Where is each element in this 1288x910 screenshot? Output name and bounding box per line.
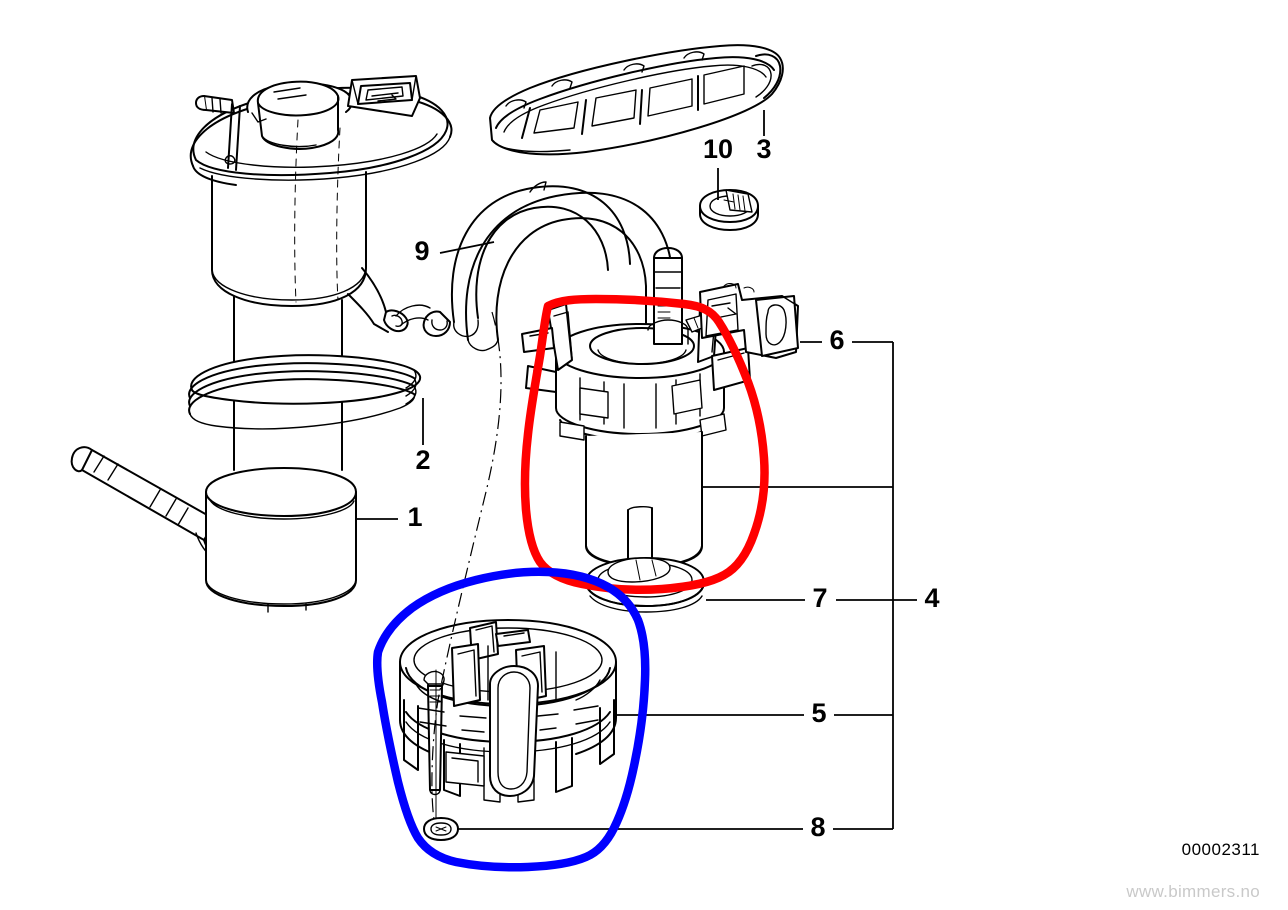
sealing-ring-part xyxy=(188,354,422,430)
callout-4: 4 xyxy=(924,583,939,613)
fuel-pump-unit xyxy=(521,247,799,613)
sender-cap-boss xyxy=(195,80,353,171)
callout-numbers: 1 2 3 4 5 6 7 8 9 10 xyxy=(407,134,939,842)
hose-clamp-part xyxy=(699,189,759,231)
sender-connector-block xyxy=(347,75,421,117)
cover-lid-part xyxy=(489,44,784,156)
pump-support-bracket-cage xyxy=(399,619,617,803)
leader-lines xyxy=(356,110,917,830)
blue-highlight-circle xyxy=(372,567,650,872)
pump-cylinder xyxy=(585,431,703,567)
mounting-clip-retainer-part xyxy=(699,283,799,359)
callout-10: 10 xyxy=(703,134,733,164)
diagram-code: 00002311 xyxy=(1181,840,1260,859)
callout-6: 6 xyxy=(829,325,844,355)
fuel-reservoir-swirl-pot xyxy=(70,446,357,613)
callout-8: 8 xyxy=(810,812,825,842)
callout-5: 5 xyxy=(811,698,826,728)
site-watermark: www.bimmers.no xyxy=(1126,882,1260,901)
callout-2: 2 xyxy=(415,445,430,475)
hose-to-cage-centerline xyxy=(431,311,502,821)
red-highlight-circle xyxy=(520,294,769,595)
leader-9 xyxy=(439,241,495,254)
pump-carrier-ring xyxy=(521,247,751,441)
callout-7: 7 xyxy=(812,583,827,613)
washer-o-ring-part xyxy=(423,817,459,841)
left-sender-assembly xyxy=(70,75,453,613)
callout-3: 3 xyxy=(756,134,771,164)
callout-1: 1 xyxy=(407,502,422,532)
callout-9: 9 xyxy=(414,236,429,266)
